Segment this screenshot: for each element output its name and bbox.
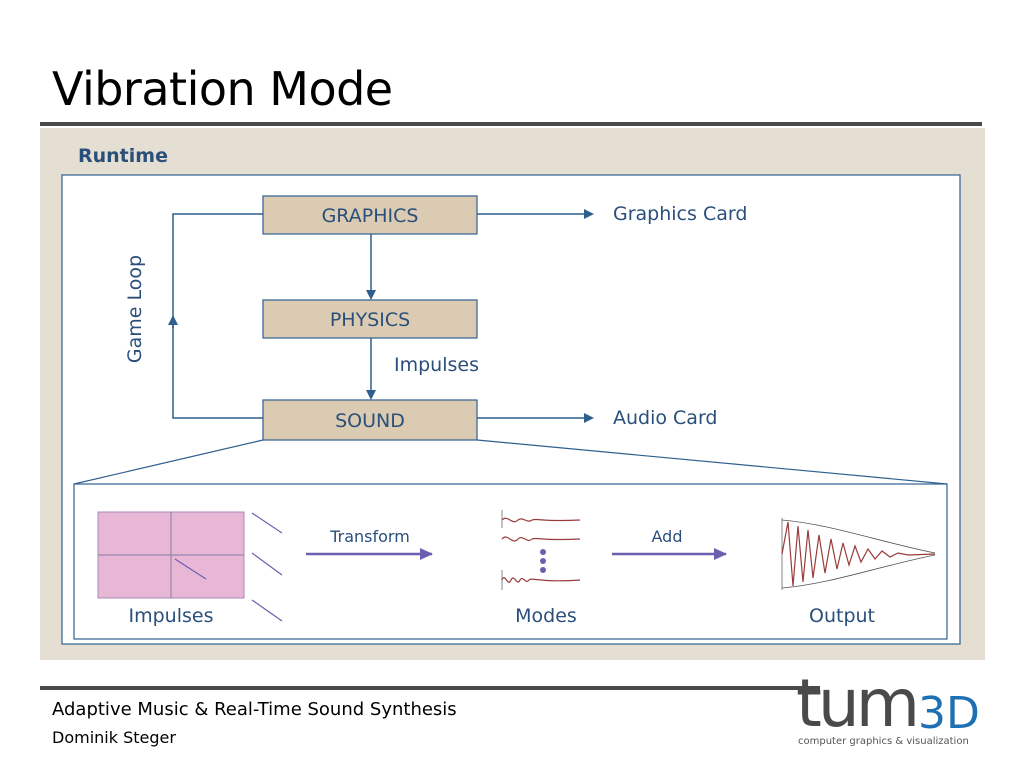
detail-modes-label: Modes bbox=[515, 605, 577, 627]
footer-divider bbox=[40, 686, 820, 690]
output-waveform bbox=[781, 518, 936, 590]
audio-card-label: Audio Card bbox=[613, 407, 718, 429]
graphics-card-label: Graphics Card bbox=[613, 203, 747, 225]
graphics-box bbox=[262, 195, 478, 235]
zoom-line-left bbox=[73, 439, 264, 485]
detail-impulses-label: Impulses bbox=[129, 605, 214, 627]
physics-box-label: PHYSICS bbox=[330, 309, 410, 331]
sound-box-label: SOUND bbox=[335, 410, 405, 432]
transform-label: Transform bbox=[329, 527, 410, 546]
impulse-grid bbox=[97, 511, 283, 622]
sound-box bbox=[262, 399, 478, 441]
physics-box bbox=[262, 299, 478, 339]
footer-course-title: Adaptive Music & Real-Time Sound Synthes… bbox=[52, 699, 457, 720]
logo-suffix: 3D bbox=[918, 688, 980, 739]
runtime-diagram-panel: Runtime Game Loop GRAPHICS PHYSICS SOUND… bbox=[40, 128, 985, 660]
slide-title: Vibration Mode bbox=[52, 62, 393, 116]
tum3d-logo: tum 3D computer graphics & visualization bbox=[796, 665, 980, 747]
title-divider bbox=[40, 122, 982, 126]
detail-output-label: Output bbox=[809, 605, 875, 627]
modes-waveforms bbox=[501, 510, 581, 590]
logo-mark: tum bbox=[796, 665, 916, 742]
add-label: Add bbox=[652, 527, 683, 546]
runtime-diagram: Runtime Game Loop GRAPHICS PHYSICS SOUND… bbox=[61, 145, 961, 645]
graphics-box-label: GRAPHICS bbox=[322, 205, 419, 227]
runtime-heading: Runtime bbox=[78, 145, 168, 167]
zoom-line-right bbox=[476, 439, 948, 485]
impulses-edge-label: Impulses bbox=[394, 354, 479, 376]
footer-author: Dominik Steger bbox=[52, 728, 176, 747]
game-loop-label: Game Loop bbox=[124, 255, 146, 363]
logo-tagline: computer graphics & visualization bbox=[798, 736, 969, 747]
